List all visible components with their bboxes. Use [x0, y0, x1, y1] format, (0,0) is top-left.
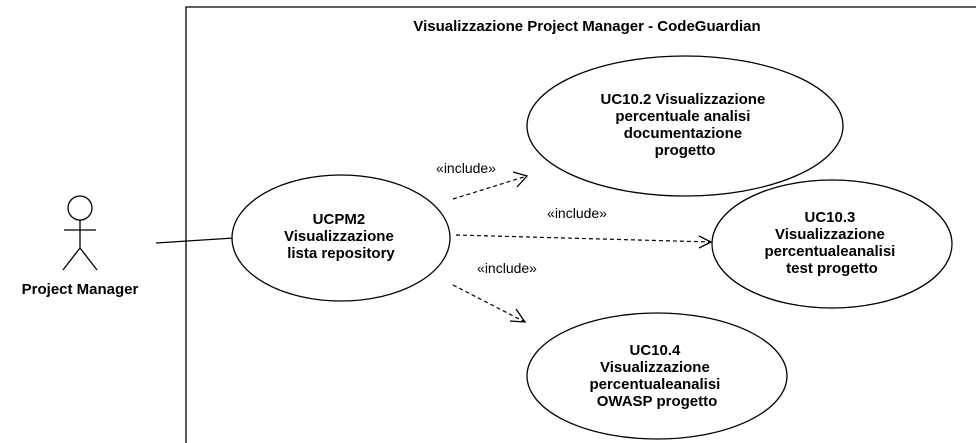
include-label: «include» — [547, 205, 607, 221]
use-case-ucpm2: UCPM2 Visualizzazione lista repository — [231, 174, 451, 302]
svg-text:UC10.3 Visualizzazione: UC10.3 Visualizzazione percentualeanalis… — [764, 209, 899, 277]
use-case-line: lista repository — [287, 245, 395, 262]
use-case-line: documentazione — [624, 125, 742, 142]
use-case-uc10-3: UC10.3 Visualizzazione percentualeanalis… — [711, 179, 953, 309]
use-case-line: Visualizzazione — [775, 226, 885, 243]
association-line — [155, 237, 235, 244]
system-boundary: Visualizzazione Project Manager - CodeGu… — [185, 6, 976, 443]
actor-label: Project Manager — [22, 281, 139, 298]
use-case-line: UC10.2 Visualizzazione — [601, 91, 766, 108]
use-case-line: Visualizzazione — [284, 228, 394, 245]
svg-text:UCPM2 Visualizzazione: UCPM2 Visualizzazione lista repository — [284, 211, 398, 262]
include-relation-uc10-4: «include» — [452, 260, 537, 323]
include-label: «include» — [477, 260, 537, 276]
use-case-line: UCPM2 — [313, 211, 366, 228]
actor-right-leg — [79, 247, 98, 271]
use-case-uc10-4: UC10.4 Visualizzazione percentualeanalis… — [526, 312, 788, 440]
use-case-line: percentualeanalisi — [589, 376, 720, 393]
svg-text:UC10.4 Visualizzazione: UC10.4 Visualizzazione percentualeanalis… — [589, 342, 724, 410]
actor-head — [67, 195, 93, 221]
use-case-line: test progetto — [786, 260, 878, 277]
system-boundary-title: Visualizzazione Project Manager - CodeGu… — [413, 18, 760, 35]
actor-project-manager: Project Manager — [22, 195, 139, 298]
use-case-line: progetto — [655, 142, 716, 159]
use-case-line: UC10.3 — [804, 209, 855, 226]
use-case-line: OWASP progetto — [597, 393, 718, 410]
use-case-line: percentualeanalisi — [764, 243, 895, 260]
svg-text:UC10.2 Visualizzazione p: UC10.2 Visualizzazione percentuale anali… — [601, 91, 770, 159]
include-relation-uc10-3: «include» — [455, 205, 713, 249]
use-case-line: UC10.4 — [629, 342, 681, 359]
use-case-line: Visualizzazione — [600, 359, 710, 376]
use-case-line: percentuale analisi — [615, 108, 750, 125]
include-label: «include» — [436, 160, 496, 176]
include-relation-uc10-2: «include» — [436, 160, 529, 200]
use-case-uc10-2: UC10.2 Visualizzazione percentuale anali… — [526, 55, 844, 197]
actor-left-leg — [62, 247, 81, 271]
